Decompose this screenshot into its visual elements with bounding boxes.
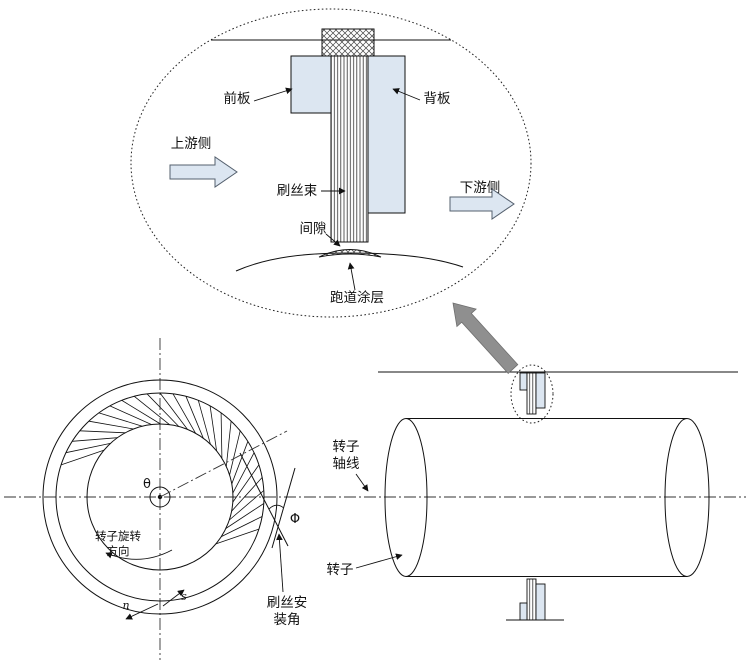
detail-bubble-outline — [130, 8, 532, 318]
theta-radius-line — [159, 430, 288, 498]
reference-line — [271, 467, 296, 549]
downstream-label: 下游侧 — [460, 180, 501, 196]
install-angle-leader — [276, 533, 284, 593]
downstream-flow-arrow-icon — [449, 188, 515, 220]
back-plate — [367, 55, 406, 214]
phi-angle-arc — [268, 504, 284, 510]
rotor-label: 转子 — [327, 562, 354, 578]
rotor-left-end — [384, 418, 428, 577]
back-plate-leader — [392, 88, 421, 101]
bristle-hatch-lines — [60, 392, 265, 545]
bottom-seal-bristles — [526, 578, 537, 621]
runway-coating-patch — [318, 249, 382, 258]
install-angle-label-line2: 装角 — [274, 612, 301, 628]
rotor-right-end — [664, 418, 710, 577]
phi-symbol: Φ — [290, 512, 300, 527]
bristle-clamp-weld — [321, 28, 375, 57]
top-seal-bristles — [526, 372, 537, 415]
bristle-label: 刷丝束 — [277, 183, 318, 199]
bristle-pack — [330, 55, 369, 243]
detail-view: 前板 背板 上游侧 刷丝束 下游侧 间隙 跑道涂层 — [130, 8, 532, 318]
coating-label: 跑道涂层 — [330, 290, 384, 306]
front-plate-label: 前板 — [224, 90, 251, 107]
hub-circle — [149, 486, 171, 508]
front-plate-leader — [253, 87, 293, 102]
s-direction-arrow-icon — [162, 589, 185, 607]
rotor-axis-label-line2: 轴线 — [333, 456, 360, 472]
coating-leader — [347, 262, 356, 291]
rotation-direction-label-line2: 方向 — [107, 544, 130, 558]
theta-symbol: θ — [143, 477, 151, 492]
upstream-flow-arrow-icon — [169, 156, 238, 188]
rotation-direction-label-line1: 转子旋转 — [95, 529, 141, 543]
front-view: θ 转子旋转 方向 Φ 刷丝安 装角 s n — [42, 338, 308, 660]
clearance-leader — [325, 233, 341, 247]
bottom-seal-back-plate — [535, 583, 546, 621]
n-direction-arrow-icon — [125, 603, 159, 620]
rotor-surface-curve — [235, 252, 464, 272]
top-seal-back-plate — [535, 372, 546, 409]
upstream-label: 上游侧 — [171, 136, 212, 152]
rotation-direction-arrow-icon — [105, 549, 173, 560]
zoom-callout-arrow-icon — [452, 302, 519, 374]
bristle-extension-line — [239, 452, 289, 547]
top-seal-front-plate — [519, 372, 528, 391]
back-plate-label: 背板 — [424, 91, 451, 107]
bottom-seal-front-plate — [519, 602, 528, 621]
install-angle-label-line1: 刷丝安 — [267, 595, 308, 611]
side-view: 转子 轴线 转子 — [327, 302, 738, 621]
detail-callout-circle — [510, 364, 554, 424]
clearance-label: 间隙 — [300, 221, 327, 237]
s-symbol: s — [181, 590, 187, 603]
housing-outer-circle — [42, 379, 278, 615]
front-plate — [290, 55, 332, 114]
rotor-axis-label-line1: 转子 — [333, 439, 360, 455]
n-symbol: n — [122, 599, 129, 612]
rotor-axis-leader — [355, 473, 369, 492]
rotor-leader — [355, 553, 403, 569]
